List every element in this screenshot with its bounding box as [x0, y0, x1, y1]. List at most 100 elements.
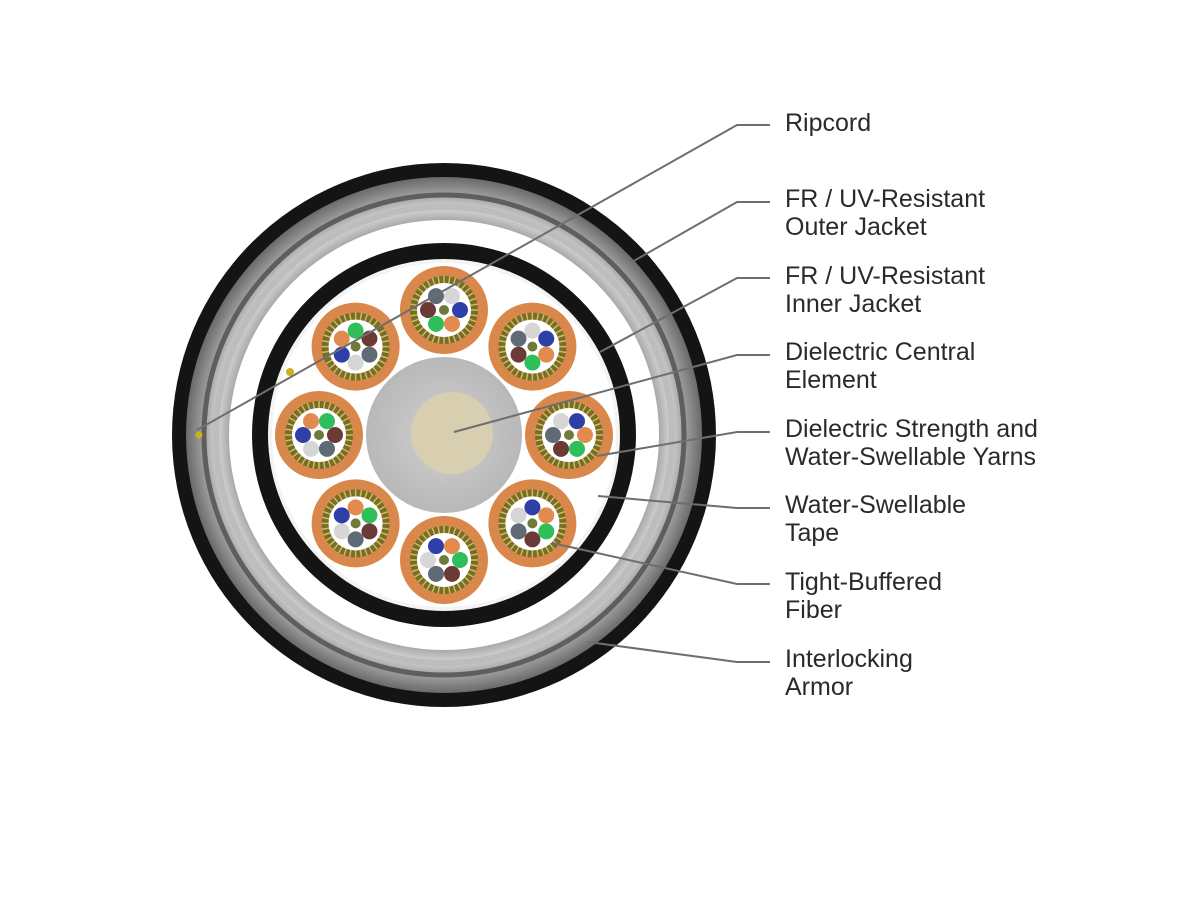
yarn-strand	[322, 461, 326, 469]
label-ripcord: Ripcord	[785, 109, 871, 137]
yarn-strand	[456, 583, 462, 590]
yarn-strand	[520, 371, 524, 379]
yarn-strand	[414, 542, 421, 548]
yarn-strand	[536, 443, 544, 448]
subunit-center-member	[439, 305, 449, 315]
yarn-strand	[364, 491, 368, 499]
yarn-strand	[555, 536, 563, 542]
label-strength-yarns-line-1: Dielectric Strength and	[785, 415, 1038, 443]
yarn-strand	[502, 505, 510, 511]
yarn-strand	[452, 335, 457, 343]
yarn-strand	[333, 496, 339, 504]
subunit	[488, 302, 577, 391]
tight-buffered-fiber	[319, 413, 335, 430]
yarn-strand	[378, 505, 386, 511]
leader-line-interlocking-armor	[587, 641, 770, 663]
yarn-strand	[509, 543, 516, 550]
yarn-strand	[581, 405, 587, 412]
yarn-strand	[592, 447, 599, 453]
tight-buffered-fiber	[444, 538, 460, 555]
yarn-strand	[452, 585, 457, 593]
tight-buffered-fiber	[569, 440, 585, 457]
yarn-strand	[312, 461, 316, 469]
label-ripcord-line-1: Ripcord	[785, 109, 871, 137]
label-central-element: Dielectric Central Element	[785, 338, 982, 394]
yarn-strand	[469, 568, 477, 573]
yarn-strand	[286, 422, 294, 427]
yarn-strand	[426, 530, 432, 537]
leader-line-tight-buffered-fiber	[551, 542, 770, 585]
subunit	[311, 479, 400, 568]
yarn-strand	[572, 461, 576, 469]
yarn-strand	[421, 330, 428, 337]
yarn-strand	[323, 531, 331, 536]
yarn-strand	[426, 280, 432, 287]
yarn-strand	[589, 451, 596, 458]
yarn-strand	[551, 458, 557, 465]
yarn-strand	[382, 516, 390, 520]
yarn-strand	[372, 543, 379, 550]
label-swellable-tape: Water-Swellable Tape	[785, 491, 973, 547]
yarn-strand	[348, 312, 352, 321]
yarn-strand	[331, 405, 337, 412]
yarn-strand	[335, 455, 342, 462]
yarn-strand	[467, 572, 474, 578]
yarn-strand	[410, 313, 418, 317]
label-central-element-line-2: Element	[785, 366, 877, 394]
tight-buffered-fiber	[319, 440, 335, 457]
yarn-strand	[380, 334, 388, 339]
yarn-strand	[372, 320, 379, 327]
yarn-strand	[557, 511, 565, 515]
yarn-strand	[585, 455, 592, 462]
yarn-strand	[343, 371, 348, 379]
yarn-strand	[549, 496, 555, 504]
yarn-strand	[327, 460, 332, 468]
yarn-strand	[536, 312, 540, 321]
yarn-strand	[411, 547, 419, 552]
yarn-strand	[536, 422, 544, 427]
label-tight-buffered-fiber: Tight-Buffered Fiber	[785, 568, 949, 624]
tight-buffered-fiber	[553, 440, 569, 457]
tight-buffered-fiber	[538, 346, 555, 363]
tight-buffered-fiber	[428, 315, 444, 332]
yarn-strand	[321, 350, 330, 354]
tight-buffered-fiber	[524, 531, 541, 548]
yarn-strand	[323, 511, 331, 515]
yarn-strand	[555, 505, 563, 511]
yarn-strand	[514, 546, 520, 554]
yarn-strand	[536, 373, 540, 381]
yarn-strand	[585, 408, 592, 415]
tight-buffered-fiber	[545, 427, 561, 443]
yarn-strand	[572, 401, 576, 409]
yarn-strand	[447, 526, 451, 534]
yarn-strand	[469, 547, 477, 552]
yarn-strand	[343, 314, 348, 322]
yarn-strand	[417, 576, 424, 583]
yarn-strand	[411, 568, 419, 573]
tight-buffered-fiber	[553, 413, 569, 430]
yarn-strand	[467, 322, 474, 328]
yarn-strand	[552, 363, 559, 370]
yarn-strand	[535, 438, 543, 442]
yarn-strand	[520, 314, 524, 322]
yarn-strand	[540, 548, 545, 556]
yarn-strand	[343, 491, 348, 499]
yarn-strand	[380, 531, 388, 536]
yarn-strand	[464, 287, 471, 294]
yarn-strand	[301, 458, 307, 465]
subunit	[488, 479, 577, 568]
yarn-strand	[327, 402, 332, 410]
label-strength-yarns-line-2: Water-Swellable Yarns	[785, 443, 1036, 471]
yarn-strand	[417, 537, 424, 544]
tight-buffered-fiber	[510, 507, 527, 524]
yarn-strand	[500, 511, 508, 515]
yarn-strand	[431, 585, 436, 593]
central-element-core	[411, 392, 493, 474]
yarn-strand	[410, 563, 418, 567]
yarn-strand	[520, 548, 524, 556]
yarn-strand	[368, 546, 374, 554]
yarn-strand	[447, 276, 451, 284]
tight-buffered-fiber	[524, 354, 541, 371]
yarn-strand	[456, 333, 462, 340]
